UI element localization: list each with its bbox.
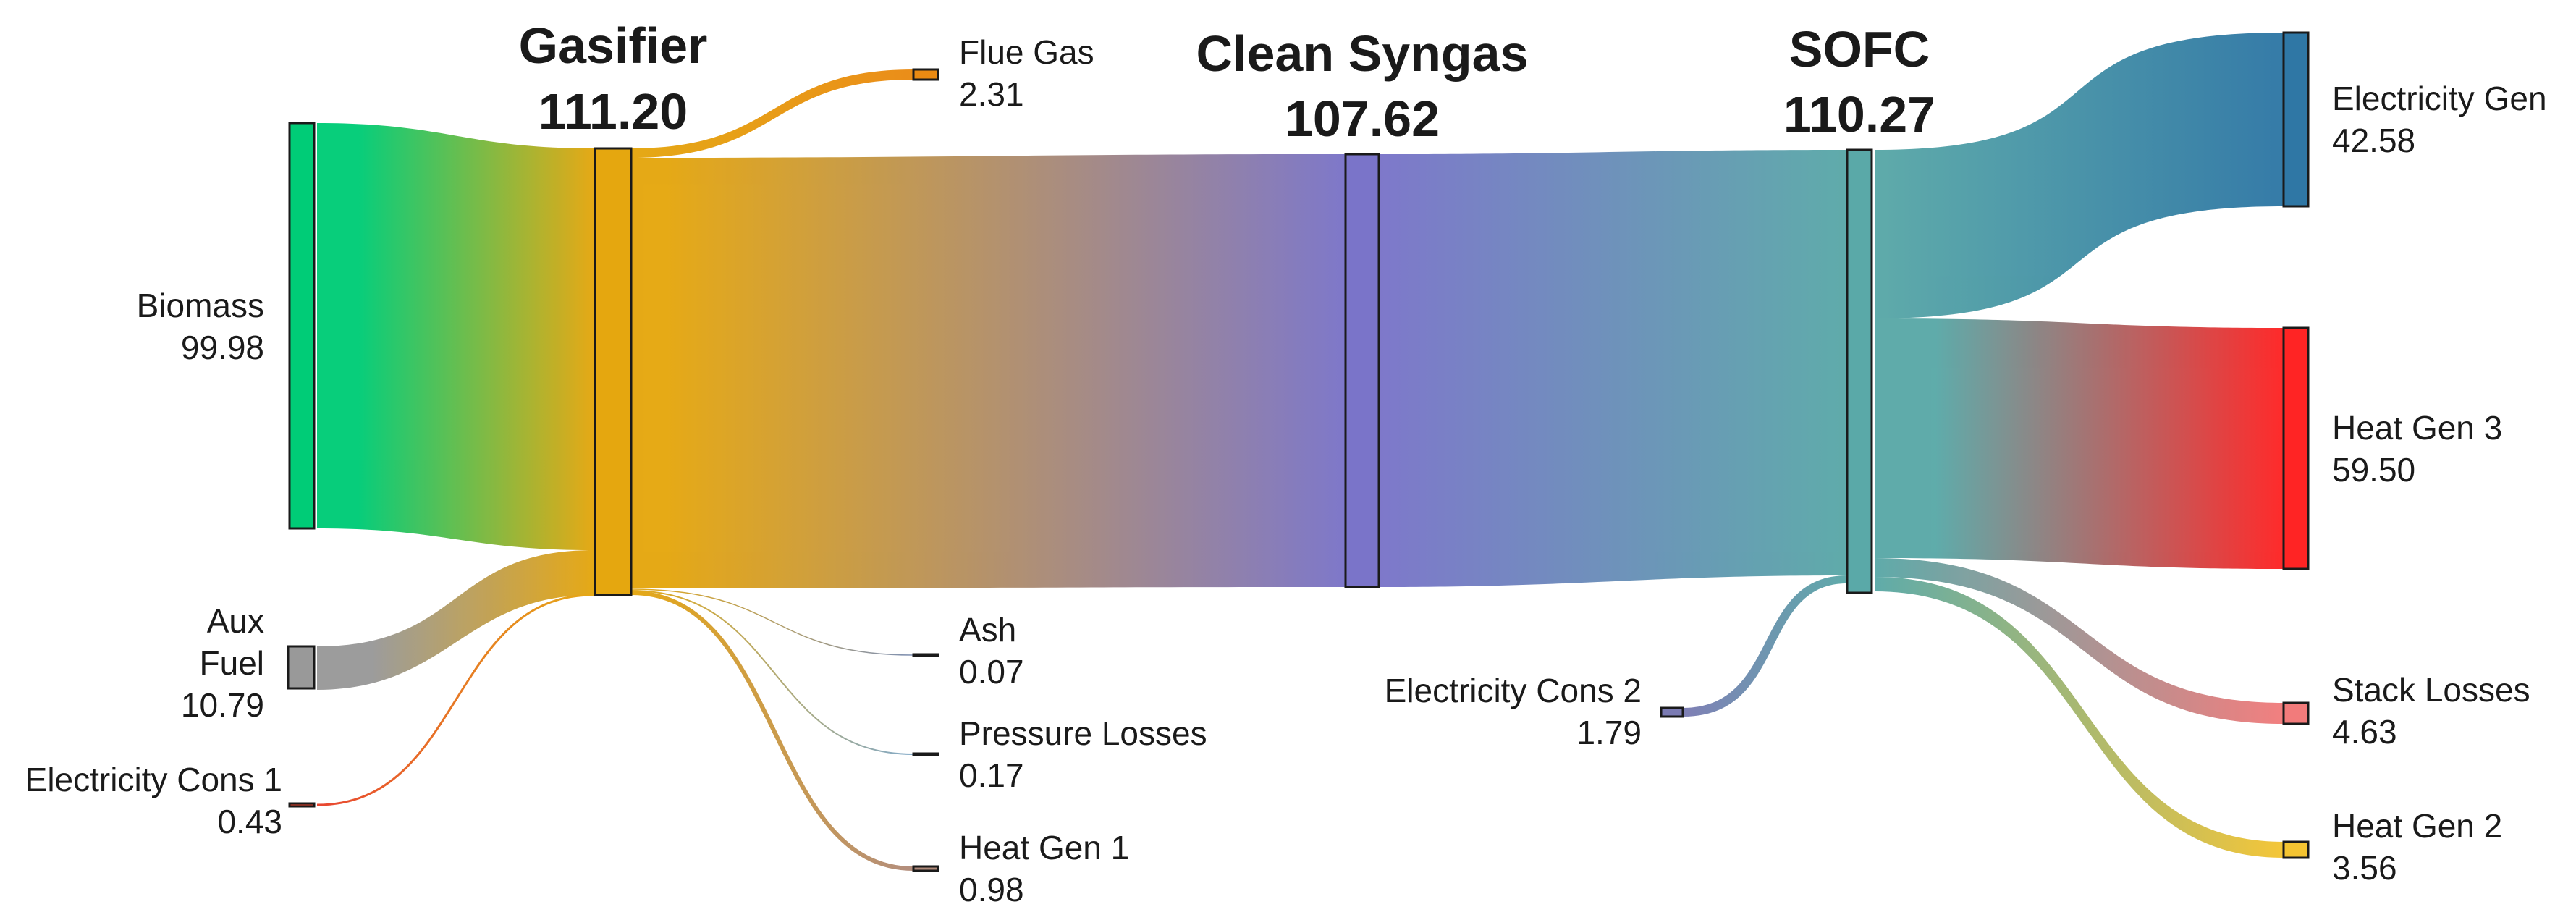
heat-gen-1-label: Heat Gen 1 <box>959 829 1129 866</box>
link-gasifier-pressure-losses <box>630 590 914 755</box>
node-electricity-gen[interactable] <box>2282 31 2310 208</box>
heat-gen-3-value: 59.50 <box>2332 451 2415 489</box>
link-elec-cons-2-sofc <box>1683 575 1847 717</box>
flue-gas-label: Flue Gas <box>959 33 1094 71</box>
node-aux-fuel[interactable] <box>287 645 316 690</box>
link-sofc-electricity-gen <box>1875 33 2284 318</box>
heat-gen-3-label: Heat Gen 3 <box>2332 409 2502 447</box>
link-sofc-stack-losses <box>1875 558 2284 724</box>
clean-syngas-value: 107.62 <box>1285 90 1440 147</box>
sofc-title: SOFC <box>1789 21 1930 77</box>
node-flue-gas[interactable] <box>912 68 939 81</box>
aux-fuel-label-line2: Fuel <box>200 644 264 682</box>
link-gasifier-clean-syngas <box>631 154 1346 588</box>
node-stack-losses[interactable] <box>2282 701 2310 725</box>
node-clean-syngas[interactable] <box>1344 153 1380 588</box>
node-heat-gen-2[interactable] <box>2282 840 2310 859</box>
flue-gas-value: 2.31 <box>959 75 1024 113</box>
link-sofc-heat-gen-3 <box>1875 318 2284 569</box>
heat-gen-1-value: 0.98 <box>959 871 1024 908</box>
heat-gen-2-value: 3.56 <box>2332 849 2397 887</box>
link-biomass-gasifier <box>317 123 594 550</box>
clean-syngas-title: Clean Syngas <box>1196 25 1528 82</box>
labels-layer: Biomass 99.98 Aux Fuel 10.79 Electricity… <box>25 17 2547 908</box>
nodes-layer <box>287 31 2310 872</box>
heat-gen-2-label: Heat Gen 2 <box>2332 807 2502 845</box>
pressure-losses-value: 0.17 <box>959 756 1024 794</box>
node-elec-cons-2[interactable] <box>1660 706 1684 718</box>
sofc-value: 110.27 <box>1783 86 1935 143</box>
node-ash[interactable] <box>912 653 939 657</box>
link-gasifier-heat-gen-1 <box>630 591 914 871</box>
electricity-gen-value: 42.58 <box>2332 122 2415 159</box>
node-heat-gen-1[interactable] <box>912 865 939 872</box>
electricity-gen-label: Electricity Gen <box>2332 80 2547 117</box>
biomass-value: 99.98 <box>181 329 264 366</box>
stack-losses-value: 4.63 <box>2332 713 2397 751</box>
elec-cons-1-label: Electricity Cons 1 <box>25 761 282 798</box>
gasifier-value: 111.20 <box>539 83 688 140</box>
link-clean-syngas-sofc <box>1379 150 1847 587</box>
ash-value: 0.07 <box>959 653 1024 691</box>
gasifier-title: Gasifier <box>519 17 708 74</box>
node-elec-cons-1[interactable] <box>288 802 316 808</box>
link-gasifier-ash <box>630 588 914 656</box>
links-layer <box>316 33 2284 871</box>
node-sofc[interactable] <box>1846 148 1873 594</box>
stack-losses-label: Stack Losses <box>2332 671 2530 709</box>
link-gasifier-flue-gas <box>631 69 913 158</box>
elec-cons-2-value: 1.79 <box>1576 714 1642 751</box>
pressure-losses-label: Pressure Losses <box>959 714 1207 752</box>
link-aux-fuel-gasifier <box>317 550 594 690</box>
aux-fuel-value: 10.79 <box>181 686 264 724</box>
node-heat-gen-3[interactable] <box>2282 326 2310 570</box>
ash-label: Ash <box>959 611 1016 649</box>
aux-fuel-label: Aux <box>207 602 264 640</box>
node-biomass[interactable] <box>288 122 316 530</box>
biomass-label: Biomass <box>137 287 264 324</box>
node-gasifier[interactable] <box>594 147 633 596</box>
node-pressure-losses[interactable] <box>912 752 939 756</box>
link-elec-cons-1-gasifier <box>316 594 594 806</box>
elec-cons-2-label: Electricity Cons 2 <box>1385 672 1642 709</box>
elec-cons-1-value: 0.43 <box>217 803 282 840</box>
link-sofc-heat-gen-2 <box>1875 577 2284 858</box>
